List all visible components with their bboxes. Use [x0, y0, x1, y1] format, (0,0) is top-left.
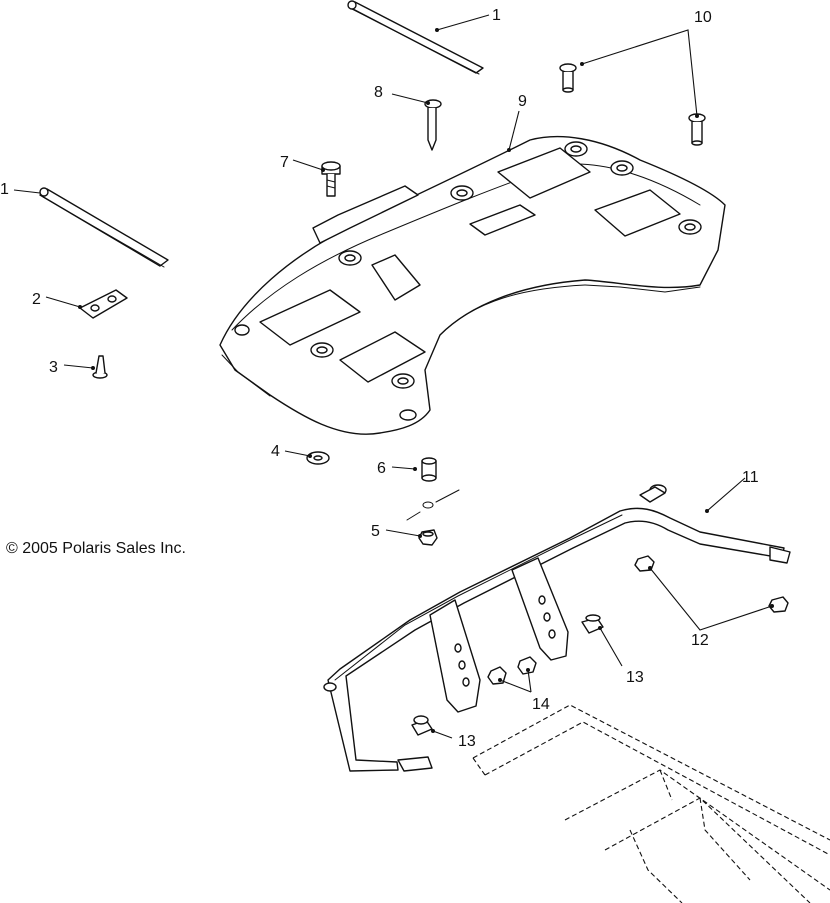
side-bracket-right [511, 557, 569, 661]
callout-8: 8 [374, 84, 383, 101]
side-bracket-left [429, 599, 481, 713]
rivet-3 [92, 355, 108, 379]
nut-5 [418, 529, 438, 546]
washer-4 [306, 451, 330, 465]
spacer-6 [421, 457, 437, 482]
callout-14: 14 [532, 696, 550, 713]
pin-bolt-8 [424, 99, 442, 151]
bolt-13-b [411, 715, 433, 736]
nut-14-b [517, 656, 537, 675]
callout-13-lower: 13 [458, 733, 476, 750]
callout-12: 12 [691, 632, 709, 649]
rack-support-bar [323, 484, 791, 772]
rod-left [39, 187, 169, 268]
nut-12-b [768, 596, 789, 613]
callout-7: 7 [280, 154, 289, 171]
copyright-notice: © 2005 Polaris Sales Inc. [6, 540, 186, 557]
rod-upper [347, 0, 484, 75]
leader-lines [13, 14, 773, 739]
callout-10: 10 [694, 9, 712, 26]
bolt-13-a [581, 614, 604, 634]
rear-rack [219, 135, 726, 435]
callout-1-upper-rod: 1 [492, 7, 501, 24]
flange-bolt-7 [321, 161, 341, 197]
callout-6: 6 [377, 460, 386, 477]
callout-4: 4 [271, 443, 280, 460]
bolt-10-a [559, 63, 577, 93]
bolt-10-b [688, 113, 706, 146]
callout-5: 5 [371, 523, 380, 540]
callout-1-left-rod: 1 [0, 181, 9, 198]
bracket-2 [79, 289, 128, 319]
callout-9: 9 [518, 93, 527, 110]
callout-11: 11 [742, 469, 759, 486]
callout-13-upper: 13 [626, 669, 644, 686]
callout-3: 3 [49, 359, 58, 376]
callout-2: 2 [32, 291, 41, 308]
vehicle-frame [472, 704, 830, 903]
